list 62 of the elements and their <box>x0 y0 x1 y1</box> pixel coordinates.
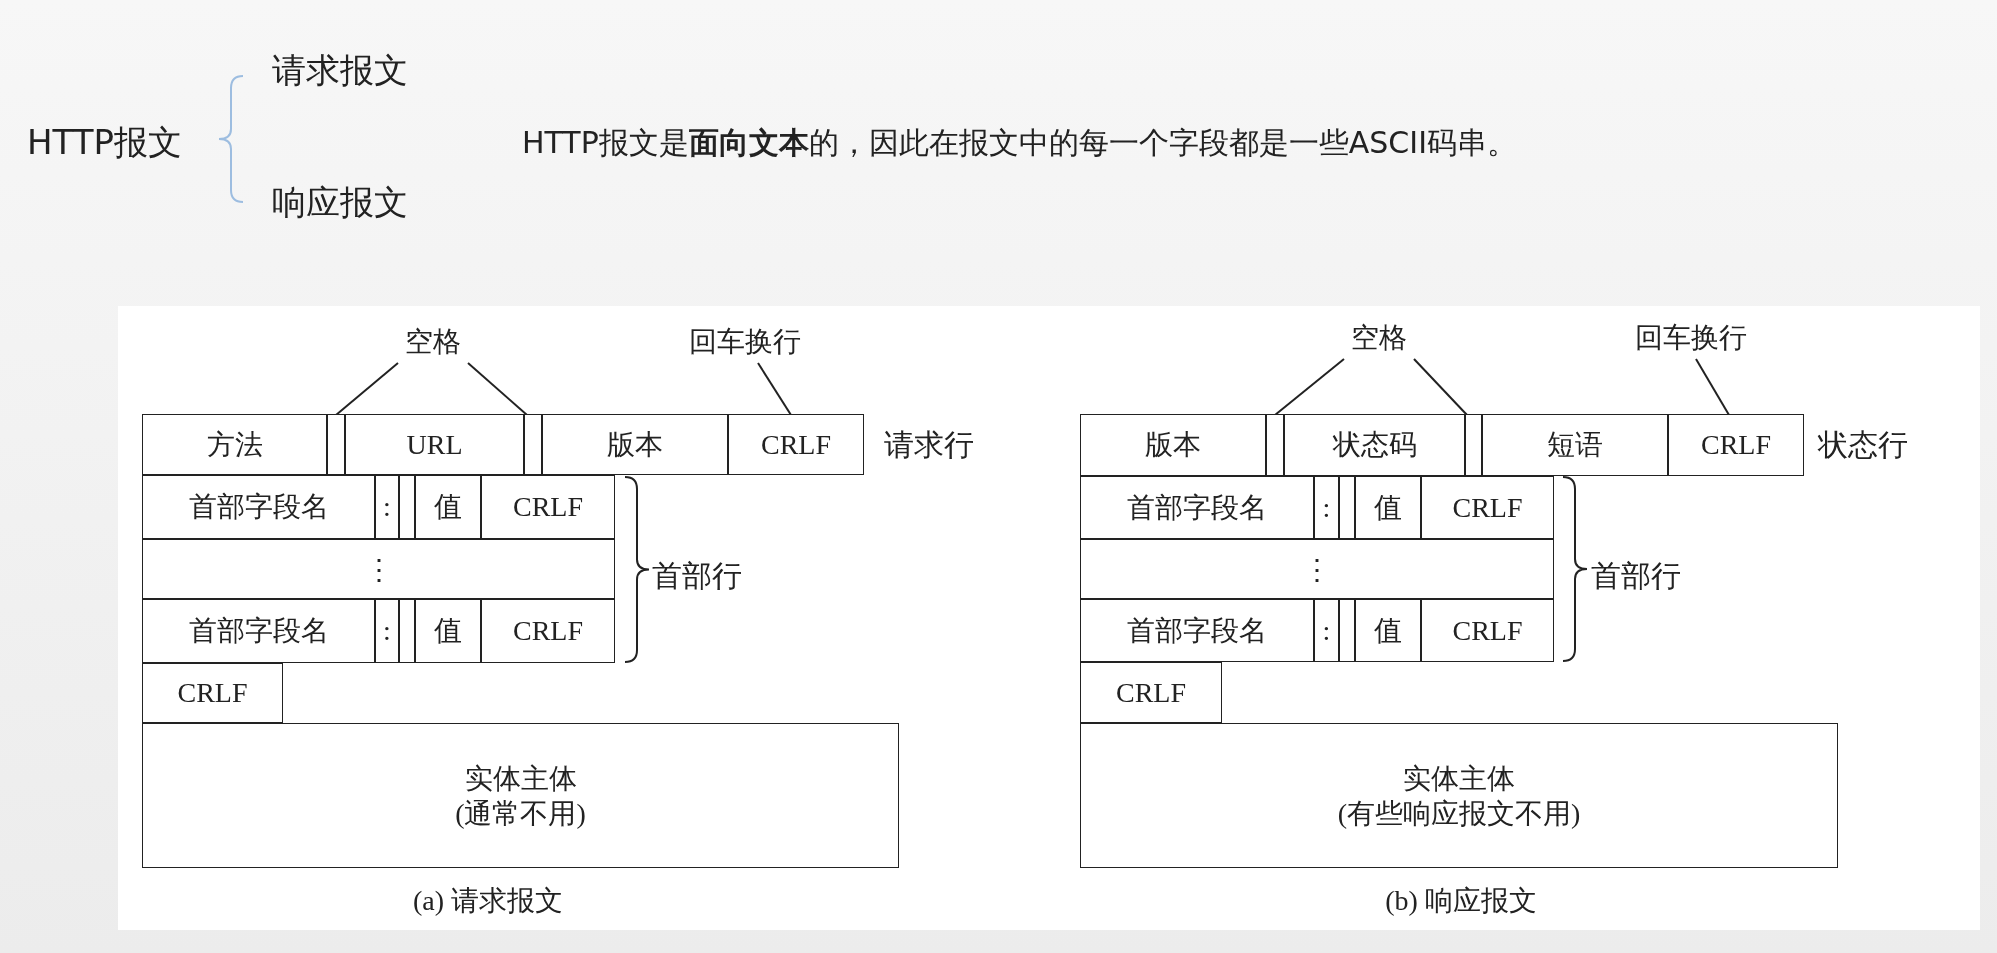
leader-label: 空格 <box>1344 317 1414 359</box>
figure-caption: (b) 响应报文 <box>1385 884 1537 918</box>
field-cell: 首部字段名 <box>1080 476 1314 539</box>
space-cell <box>327 414 345 475</box>
field-cell: : <box>375 475 399 539</box>
figure-caption: (a) 请求报文 <box>412 884 564 918</box>
leader-line <box>467 362 528 416</box>
leader-line <box>1413 358 1468 416</box>
field-cell: 值 <box>415 475 481 539</box>
field-cell: 首部字段名 <box>142 475 375 539</box>
field-cell: CRLF <box>481 475 615 539</box>
description-text: HTTP报文是面向文本的，因此在报文中的每一个字段都是一些ASCII码串。 <box>522 124 1517 162</box>
space-cell <box>1339 599 1355 662</box>
field-cell: 首部字段名 <box>1080 599 1314 662</box>
branch-label: 请求报文 <box>272 49 408 92</box>
field-cell: 版本 <box>1080 414 1266 476</box>
entity-body-box <box>142 723 899 868</box>
row-label: 状态行 <box>1818 427 1908 463</box>
field-cell: 值 <box>1355 476 1421 539</box>
leader-line <box>1274 358 1345 416</box>
field-cell: : <box>375 599 399 663</box>
field-cell: 方法 <box>142 414 327 475</box>
root-label: HTTP报文 <box>27 121 182 164</box>
space-cell <box>399 599 415 663</box>
row-label: 首部行 <box>1591 558 1681 594</box>
space-cell <box>1465 414 1482 476</box>
row-label: 首部行 <box>652 558 742 594</box>
row-label: 请求行 <box>884 427 974 463</box>
space-cell <box>524 414 542 475</box>
body-text: (有些响应报文不用) <box>1337 796 1581 831</box>
leader-line <box>1695 358 1730 416</box>
leader-line <box>335 362 399 416</box>
field-cell: CRLF <box>481 599 615 663</box>
field-cell: 值 <box>415 599 481 663</box>
field-cell: CRLF <box>142 663 283 723</box>
leader-label: 空格 <box>398 321 468 363</box>
space-cell <box>1339 476 1355 539</box>
field-cell: CRLF <box>1421 599 1554 662</box>
field-cell: : <box>1314 476 1339 539</box>
field-cell: CRLF <box>1668 414 1804 476</box>
entity-body-box <box>1080 723 1838 868</box>
field-cell: CRLF <box>728 414 864 475</box>
space-cell <box>1266 414 1284 476</box>
field-cell: 首部字段名 <box>142 599 375 663</box>
field-cell: URL <box>345 414 524 475</box>
branch-label: 响应报文 <box>272 181 408 224</box>
body-text: 实体主体 <box>1403 761 1515 796</box>
body-text: (通常不用) <box>455 796 586 831</box>
field-cell: 版本 <box>542 414 728 475</box>
field-cell: 状态码 <box>1284 414 1465 476</box>
field-cell: ⋮ <box>1080 539 1554 599</box>
leader-label: 回车换行 <box>1636 317 1746 359</box>
field-cell: CRLF <box>1080 662 1222 723</box>
body-text: 实体主体 <box>464 761 577 796</box>
field-cell: CRLF <box>1421 476 1554 539</box>
leader-line <box>757 362 792 416</box>
space-cell <box>399 475 415 539</box>
leader-label: 回车换行 <box>690 321 800 363</box>
field-cell: 短语 <box>1482 414 1668 476</box>
field-cell: 值 <box>1355 599 1421 662</box>
field-cell: ⋮ <box>142 539 615 599</box>
field-cell: : <box>1314 599 1339 662</box>
